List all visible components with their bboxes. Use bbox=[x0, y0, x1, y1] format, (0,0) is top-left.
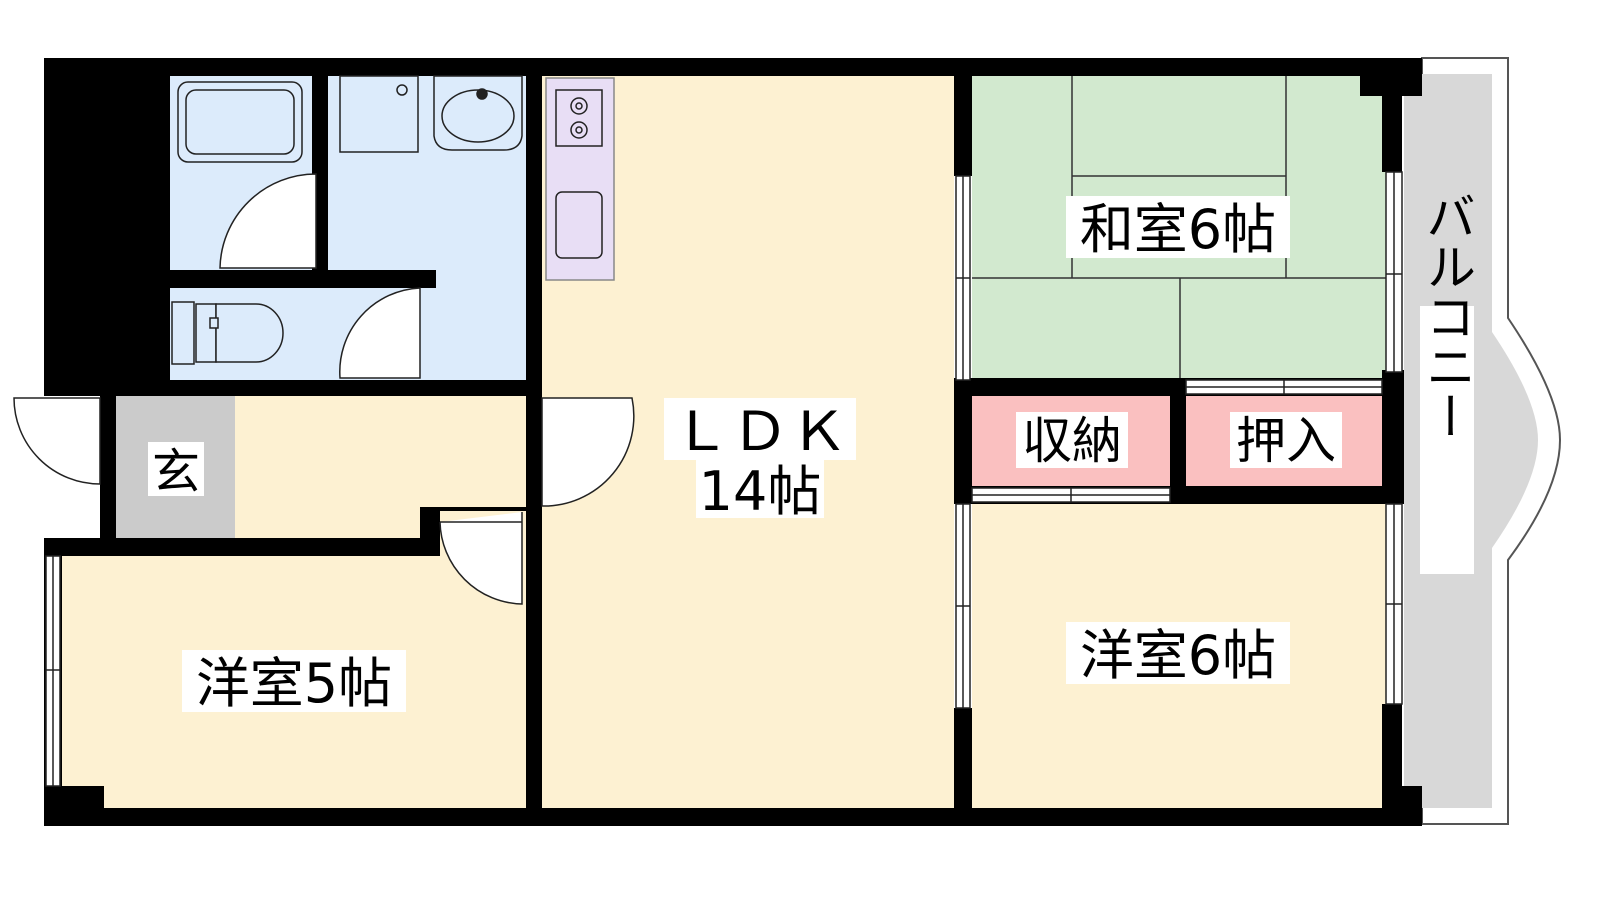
ldk-label: ＬＤＫ bbox=[672, 400, 848, 463]
windows bbox=[45, 171, 1403, 787]
yoshitsu-west-label: 洋室5帖 bbox=[196, 652, 392, 715]
storage-label: 収納 bbox=[1022, 412, 1122, 470]
washitsu-label: 和室6帖 bbox=[1080, 198, 1276, 261]
yoshitsu-east-label: 洋室6帖 bbox=[1080, 624, 1276, 687]
kitchen-sink-icon bbox=[555, 191, 603, 259]
closet-label: 押入 bbox=[1236, 412, 1336, 470]
toilet-icon bbox=[171, 301, 284, 365]
washroom-lower-floor bbox=[436, 272, 526, 380]
ldk-size-label: 14帖 bbox=[699, 460, 822, 523]
entrance-label: 玄 bbox=[152, 444, 200, 500]
bathtub-icon bbox=[177, 81, 303, 163]
sink-icon bbox=[433, 75, 523, 151]
washing-machine-icon bbox=[339, 75, 419, 153]
walls bbox=[44, 58, 1422, 826]
door-swings bbox=[13, 173, 635, 605]
stove-icon bbox=[555, 89, 603, 147]
balcony-label: バルコニー bbox=[1418, 191, 1476, 441]
